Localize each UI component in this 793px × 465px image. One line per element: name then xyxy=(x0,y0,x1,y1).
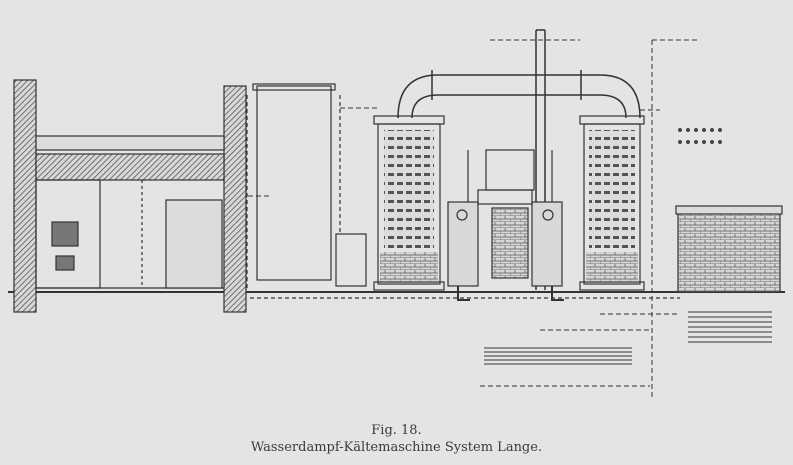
ground-line xyxy=(8,291,785,299)
left-wall xyxy=(13,79,37,313)
nozzle-dots xyxy=(678,128,722,144)
central-machine xyxy=(447,149,564,301)
left-tower xyxy=(373,115,445,291)
figure-number: Fig. 18. xyxy=(371,423,422,438)
right-tower xyxy=(579,115,645,291)
figure-caption: Wasserdampf-Kältemaschine System Lange. xyxy=(250,440,543,455)
furnace xyxy=(35,135,225,289)
middle-wall xyxy=(223,85,247,313)
technical-drawing xyxy=(8,29,785,400)
ice-box xyxy=(677,207,781,293)
cooling-coil-right xyxy=(688,311,772,343)
dashed-lines xyxy=(248,39,700,400)
cabinet-j xyxy=(246,83,341,290)
cooling-coil-lower xyxy=(484,347,632,365)
small-tank-a xyxy=(335,233,367,287)
